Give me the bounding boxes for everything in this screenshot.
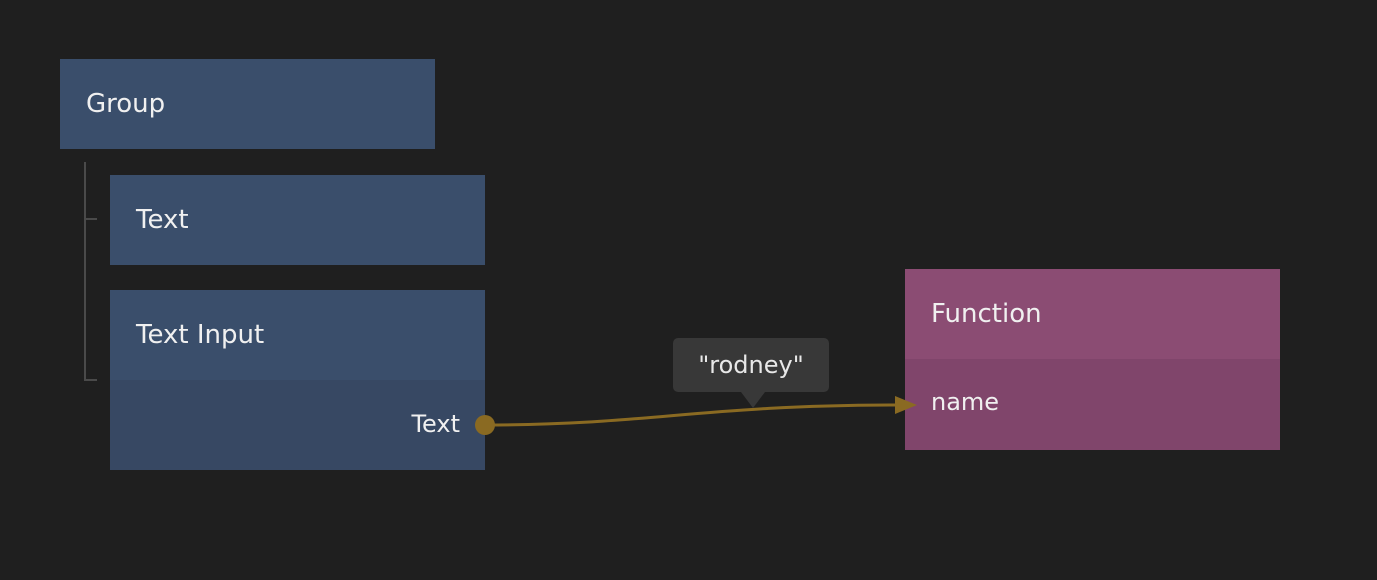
text-node[interactable]: Text (110, 175, 485, 265)
input-port-name[interactable]: name (905, 359, 1280, 450)
hierarchy-tick (84, 218, 97, 220)
node-title: Text (136, 205, 189, 235)
node-title: Group (86, 89, 166, 119)
output-port-dot[interactable] (475, 415, 495, 435)
port-label: Text (411, 410, 460, 438)
group-node[interactable]: Group (60, 59, 435, 149)
hierarchy-tick (84, 379, 97, 381)
port-label: name (931, 388, 1000, 416)
node-title: Text Input (110, 290, 485, 380)
tooltip-value: "rodney" (698, 351, 804, 379)
node-title: Function (905, 269, 1280, 359)
output-port-text[interactable]: Text (110, 380, 485, 470)
value-tooltip: "rodney" (673, 338, 829, 408)
connection-arrow-icon (895, 396, 917, 414)
hierarchy-line (84, 162, 86, 381)
text-input-node[interactable]: Text Input Text (110, 290, 485, 470)
connection-wire[interactable] (484, 403, 901, 427)
function-node[interactable]: Function name (905, 269, 1280, 450)
